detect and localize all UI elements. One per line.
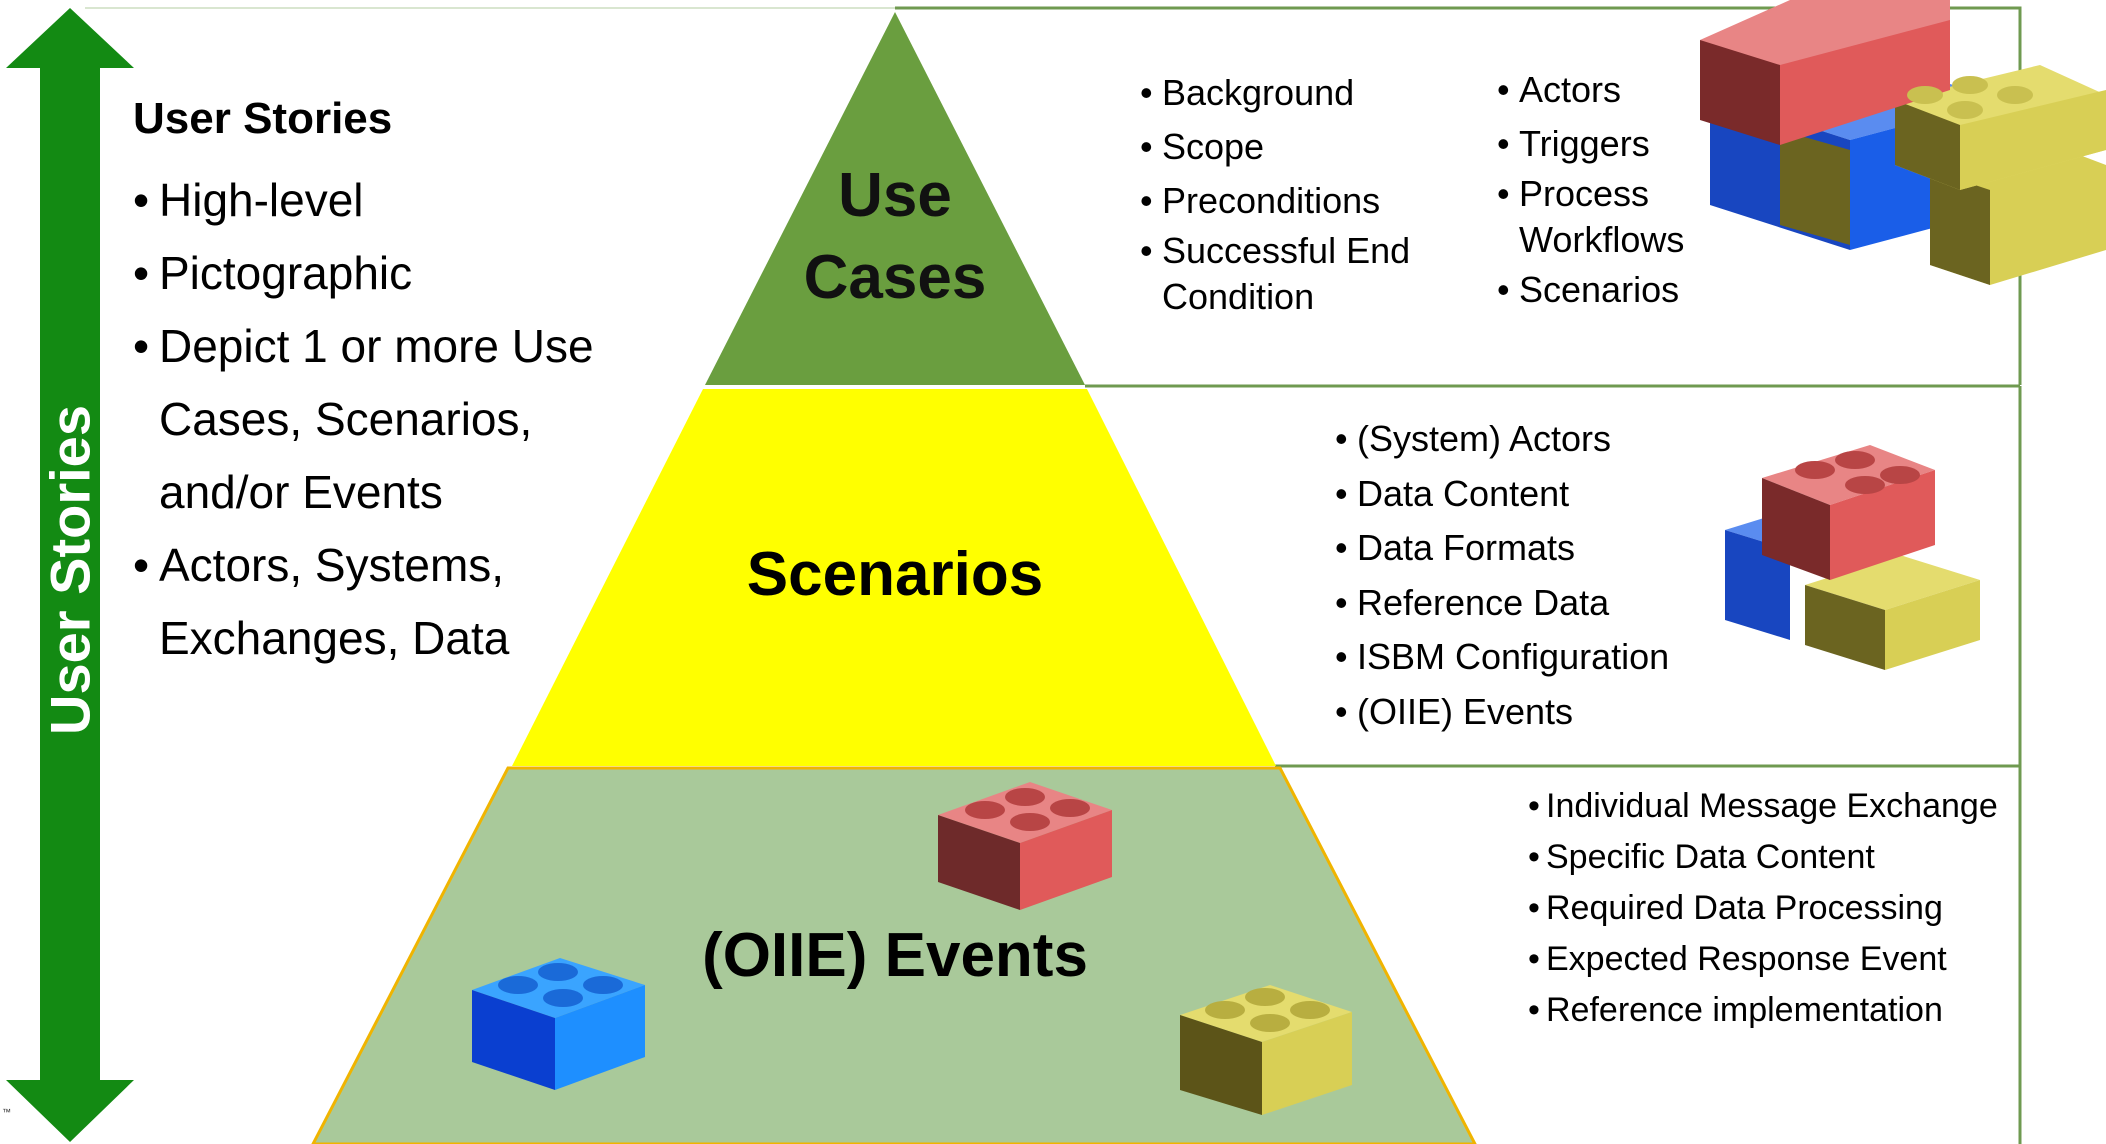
- list-item: Reference Data: [1335, 576, 1735, 631]
- list-item: Successful End Condition: [1140, 228, 1470, 320]
- user-stories-arrow: [6, 8, 134, 1142]
- list-item: Actors: [1497, 63, 1727, 117]
- list-item: Data Content: [1335, 467, 1735, 522]
- list-item: Depict 1 or more Use Cases, Scenarios, a…: [133, 310, 653, 529]
- list-item: Data Formats: [1335, 521, 1735, 576]
- brick-yellow-bottom: [1180, 985, 1352, 1115]
- trademark-mark: ™: [2, 1107, 11, 1117]
- pyramid-middle-tier: [512, 389, 1276, 766]
- left-panel-list: High-level Pictographic Depict 1 or more…: [133, 164, 653, 675]
- list-item: (System) Actors: [1335, 412, 1735, 467]
- left-panel-heading: User Stories: [133, 94, 393, 143]
- list-item: Triggers: [1497, 117, 1727, 171]
- brick-red-bottom: [938, 782, 1112, 910]
- list-item: Scope: [1140, 120, 1470, 174]
- brick-stack-middle: [1725, 445, 1980, 670]
- list-item: Pictographic: [133, 237, 653, 310]
- list-item: Scenarios: [1497, 263, 1727, 317]
- pyramid-top-label: Use Cases: [710, 155, 1080, 319]
- list-item: Background: [1140, 66, 1470, 120]
- list-item: ISBM Configuration: [1335, 630, 1735, 685]
- list-item: High-level: [133, 164, 653, 237]
- pyramid-bottom-label: (OIIE) Events: [702, 921, 1088, 990]
- list-item: Process Workflows: [1497, 171, 1727, 263]
- brick-blue-bottom: [472, 958, 645, 1090]
- list-item: Required Data Processing: [1528, 886, 2038, 930]
- list-item: Specific Data Content: [1528, 835, 2038, 879]
- pyramid-top-label-line1: Use: [838, 161, 952, 230]
- brick-stack-top-right: [1700, 0, 2106, 285]
- list-item: Expected Response Event: [1528, 937, 2038, 981]
- list-item: Individual Message Exchange: [1528, 784, 2038, 828]
- pyramid-top-label-line2: Cases: [803, 243, 987, 312]
- use-cases-details-col1: Background Scope Preconditions Successfu…: [1140, 66, 1470, 320]
- list-item: Actors, Systems, Exchanges, Data: [133, 529, 653, 675]
- list-item: Reference implementation: [1528, 988, 2038, 1032]
- list-item: Preconditions: [1140, 174, 1470, 228]
- pyramid-top-tier: [705, 12, 1085, 385]
- list-item: (OIIE) Events: [1335, 685, 1735, 740]
- arrow-label: User Stories: [38, 405, 102, 735]
- pyramid-middle-label: Scenarios: [746, 540, 1044, 609]
- use-cases-details-col2: Actors Triggers Process Workflows Scenar…: [1497, 63, 1727, 317]
- scenarios-details: (System) Actors Data Content Data Format…: [1335, 412, 1735, 739]
- events-details: Individual Message Exchange Specific Dat…: [1528, 784, 2038, 1039]
